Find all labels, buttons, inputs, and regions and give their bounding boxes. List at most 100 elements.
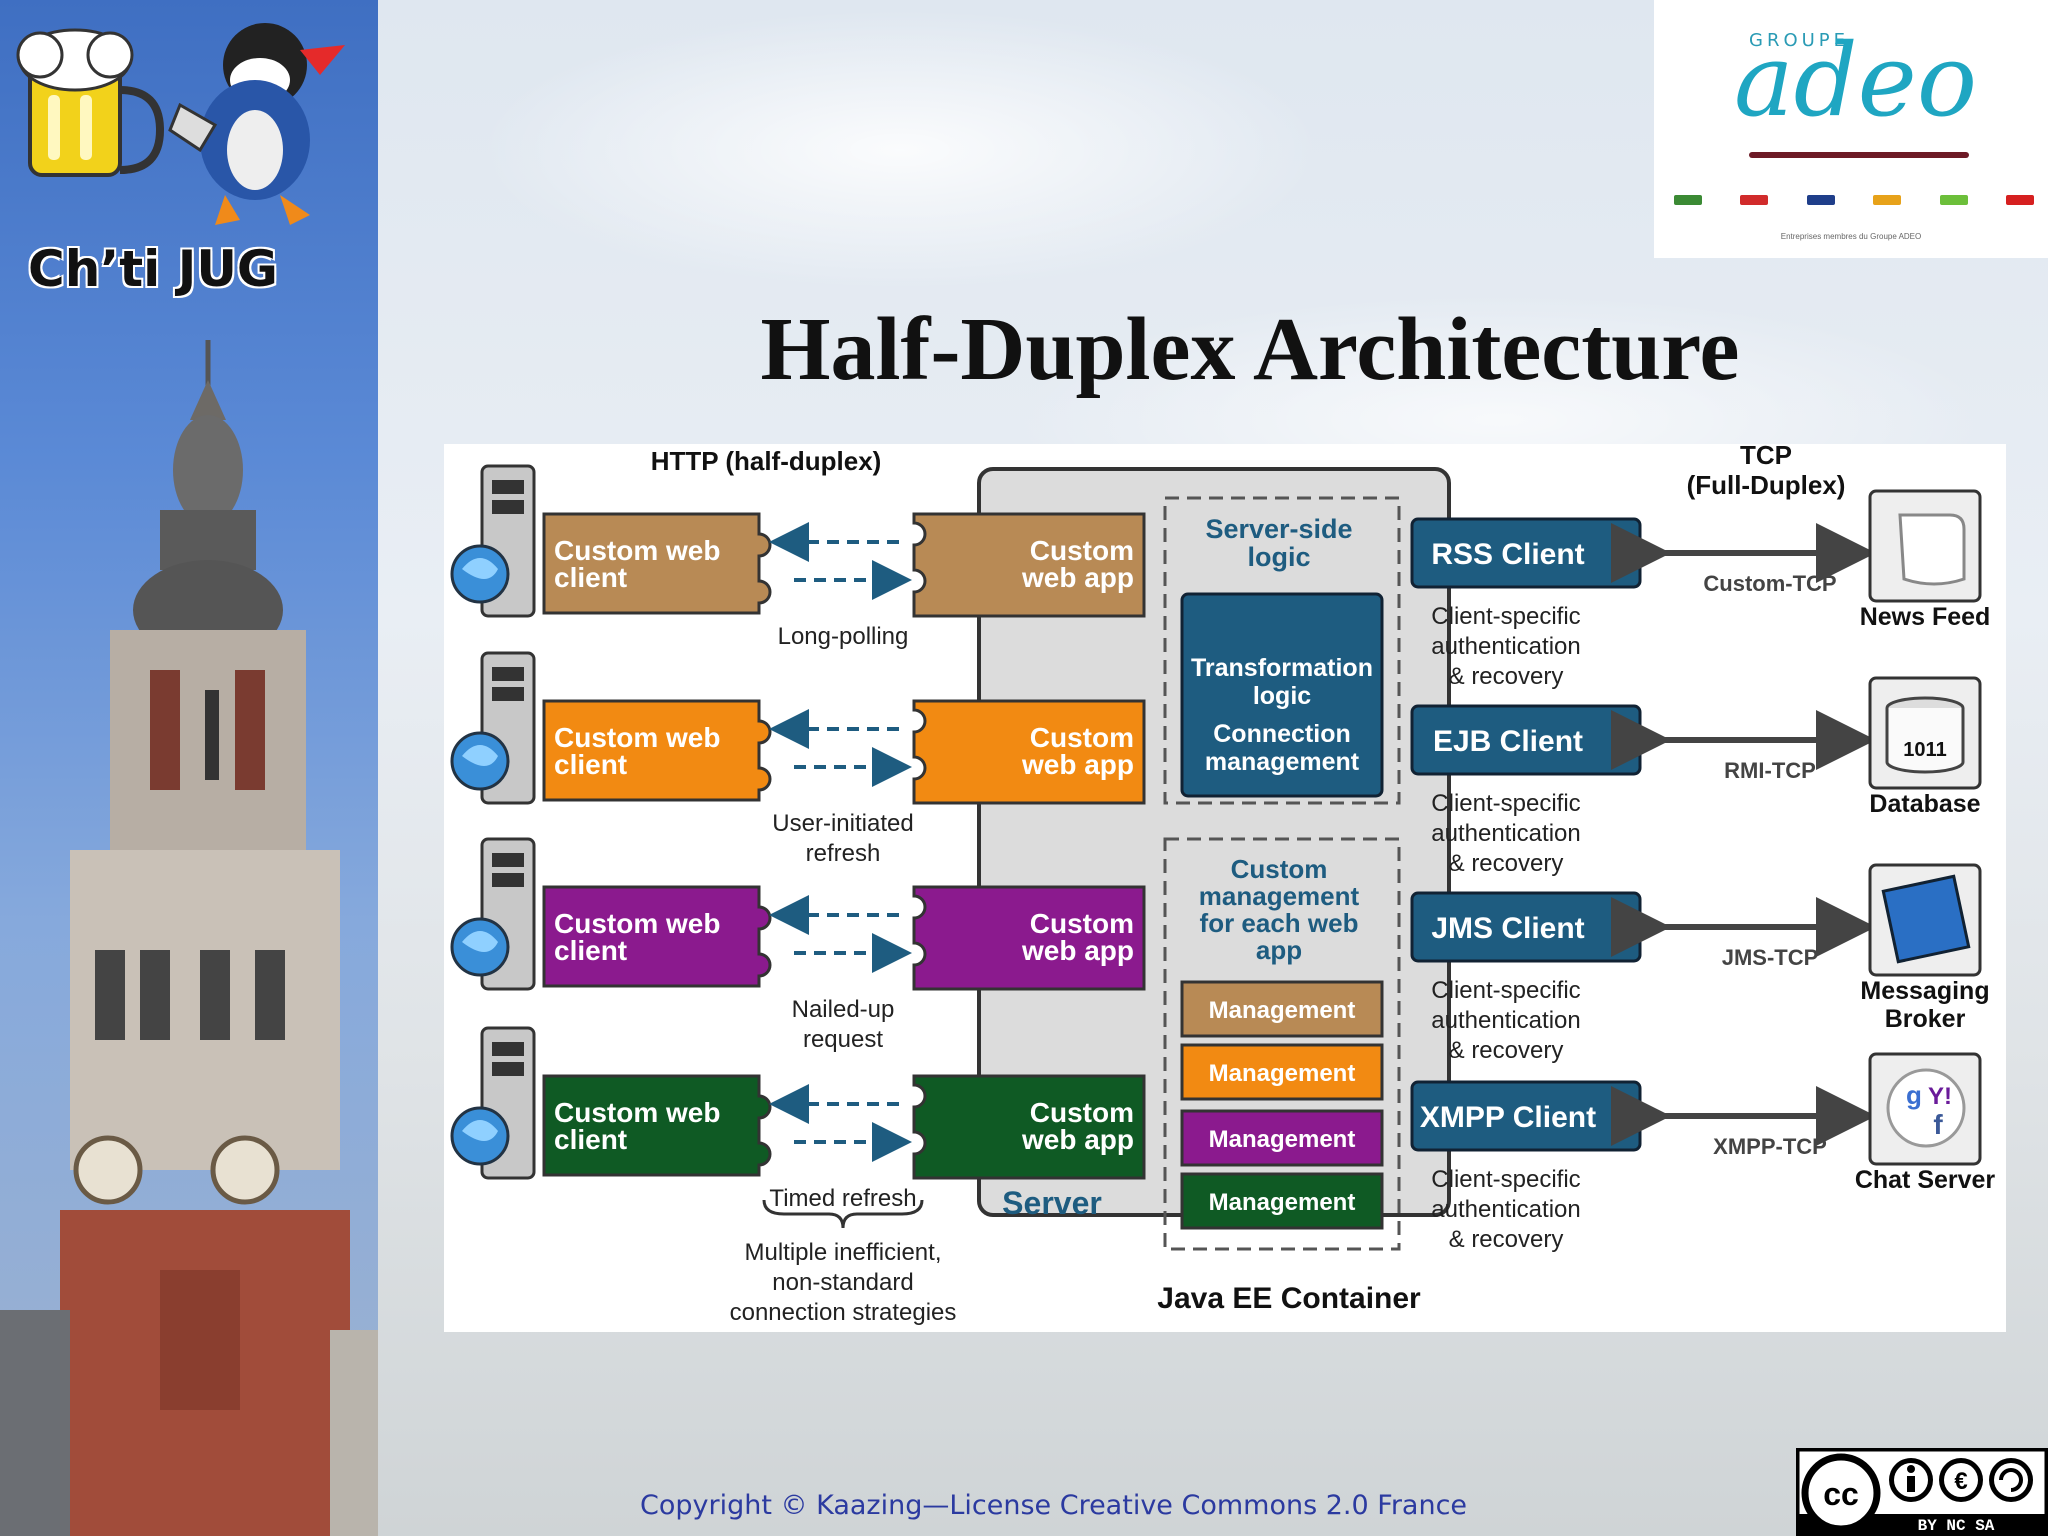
- web-app-label: Custom: [1030, 908, 1134, 939]
- logo-tagline: Entreprises membres du Groupe ADEO: [1780, 232, 1922, 241]
- news-feed-icon-paper: [1898, 513, 1966, 586]
- custom-management-label: for each web: [1200, 908, 1359, 938]
- company-logo: GROUPE adeo Entreprises membres du Group…: [1654, 0, 2048, 258]
- client-note-label: Client-specific: [1431, 1166, 1580, 1193]
- globe-icon-land: [462, 745, 498, 766]
- protocol-label: RMI-TCP: [1724, 758, 1816, 783]
- connection-strategy-label: User-initiated: [772, 810, 913, 837]
- web-app-label: web app: [1021, 749, 1134, 780]
- globe-icon-land: [462, 558, 498, 579]
- client-note-label: authentication: [1431, 633, 1580, 660]
- creative-commons-badge: cc € BY NC SA: [1796, 1448, 2048, 1536]
- tcp-client-name: RSS Client: [1431, 538, 1584, 571]
- backend-label: Database: [1869, 790, 1980, 818]
- server-icon-slot: [492, 667, 524, 681]
- web-app-piece: [912, 512, 1146, 618]
- svg-text:cc: cc: [1823, 1476, 1859, 1512]
- web-client-piece: [542, 885, 772, 988]
- web-client-label: Custom web: [554, 722, 720, 753]
- web-app-label: web app: [1021, 935, 1134, 966]
- web-client-label: client: [554, 749, 627, 780]
- management-box: [1180, 1043, 1384, 1101]
- web-client-label: Custom web: [554, 908, 720, 939]
- group-name: Ch’ti JUG: [28, 240, 278, 298]
- web-app-piece: [912, 885, 1146, 991]
- web-client-label: client: [554, 935, 627, 966]
- custom-management-label: app: [1256, 935, 1302, 965]
- slide-title: Half-Duplex Architecture: [760, 300, 1740, 399]
- transformation-box: [1180, 592, 1384, 798]
- tcp-label: TCP: [1740, 444, 1792, 470]
- java-ee-container-label: Java EE Container: [1157, 1282, 1421, 1315]
- protocol-label: JMS-TCP: [1722, 945, 1819, 970]
- client-note-label: & recovery: [1449, 1226, 1564, 1253]
- connection-management-label: Connection: [1213, 720, 1351, 748]
- server-side-logic-label: logic: [1247, 542, 1310, 572]
- chat-icon-glyph: f: [1933, 1109, 1943, 1140]
- backend-label: News Feed: [1860, 603, 1991, 631]
- web-app-label: web app: [1021, 562, 1134, 593]
- chat-icon-glyph: g: [1906, 1080, 1922, 1110]
- tcp-client-name: EJB Client: [1433, 725, 1583, 758]
- tcp-client-name: JMS Client: [1431, 912, 1584, 945]
- summary-brace: [762, 1199, 924, 1229]
- connection-strategy-label: request: [803, 1026, 883, 1053]
- client-note-label: & recovery: [1449, 1037, 1564, 1064]
- globe-icon-land: [462, 1120, 498, 1141]
- web-app-piece: [912, 699, 1146, 805]
- connection-strategy-label: Long-polling: [778, 623, 909, 650]
- protocol-label: Custom-TCP: [1703, 571, 1836, 596]
- web-client-label: Custom web: [554, 535, 720, 566]
- client-note-label: Client-specific: [1431, 977, 1580, 1004]
- server-icon-slot: [492, 853, 524, 867]
- logo-brand-text: adeo: [1734, 22, 1978, 139]
- management-box: [1180, 1109, 1384, 1167]
- management-label: Management: [1209, 1060, 1356, 1087]
- management-label: Management: [1209, 1126, 1356, 1153]
- client-note-label: Client-specific: [1431, 603, 1580, 630]
- server-icon-slot: [492, 687, 524, 701]
- connection-strategy-label: refresh: [806, 840, 881, 867]
- connection-strategy-label: Nailed-up: [792, 996, 895, 1023]
- connection-strategy-label: Timed refresh: [769, 1185, 916, 1212]
- backend-label: Broker: [1885, 1005, 1966, 1033]
- summary-label: non-standard: [772, 1269, 913, 1296]
- client-note-label: authentication: [1431, 820, 1580, 847]
- svg-text:€: €: [1954, 1468, 1967, 1495]
- custom-management-label: Custom: [1231, 854, 1328, 884]
- client-note-label: authentication: [1431, 1007, 1580, 1034]
- server-icon-slot: [492, 873, 524, 887]
- tcp-label: (Full-Duplex): [1687, 470, 1846, 500]
- management-box: [1180, 980, 1384, 1038]
- backend-label: Chat Server: [1855, 1166, 1996, 1194]
- database-icon-body: [1885, 708, 1965, 774]
- server-side-logic-label: Server-side: [1205, 514, 1352, 544]
- connection-management-label: management: [1205, 748, 1360, 776]
- web-app-label: Custom: [1030, 1097, 1134, 1128]
- management-box: [1180, 1172, 1384, 1230]
- logo-underline: [1749, 152, 1969, 158]
- web-app-piece: [912, 1074, 1146, 1180]
- protocol-label: XMPP-TCP: [1713, 1134, 1827, 1159]
- copyright-text: Copyright © Kaazing—License Creative Com…: [640, 1490, 1468, 1521]
- logo-member-brands: [1674, 190, 2034, 210]
- mascot-image: [16, 23, 345, 225]
- sidebar-panel: Ch’ti JUG: [0, 0, 378, 1536]
- web-client-piece: [542, 699, 772, 802]
- globe-icon-land: [462, 931, 498, 952]
- client-note-label: Client-specific: [1431, 790, 1580, 817]
- logo-groupe-text: GROUPE: [1749, 30, 1850, 51]
- client-note-label: & recovery: [1449, 663, 1564, 690]
- client-note-label: authentication: [1431, 1196, 1580, 1223]
- server-label: Server: [1002, 1185, 1102, 1221]
- custom-management-label: management: [1199, 881, 1360, 911]
- summary-label: Multiple inefficient,: [745, 1239, 942, 1266]
- server-icon-slot: [492, 1042, 524, 1056]
- license-text: BY NC SA: [1918, 1517, 1995, 1535]
- server-icon-slot: [492, 500, 524, 514]
- server-icon-slot: [492, 480, 524, 494]
- tcp-client-name: XMPP Client: [1420, 1101, 1596, 1134]
- messaging-icon-stamp: [1881, 874, 1971, 964]
- transformation-label: logic: [1253, 682, 1311, 710]
- database-value-label: 1011: [1903, 739, 1946, 761]
